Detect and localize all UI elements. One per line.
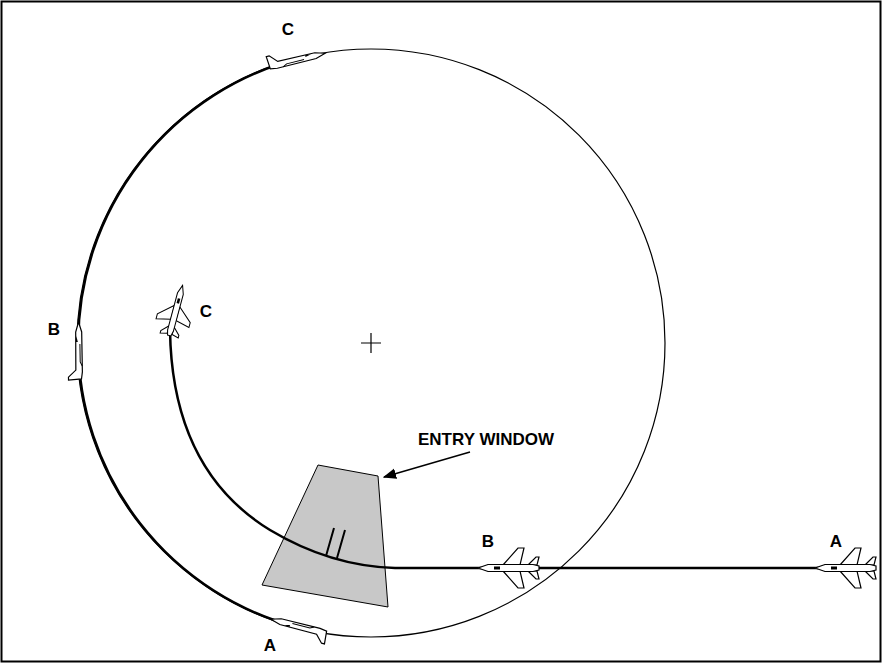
position-letter: B [482,533,494,552]
aircraft [478,548,539,588]
aircraft [68,322,83,380]
callout-label: ENTRY WINDOW [418,431,554,450]
position-letter: A [264,637,276,656]
center-cross [361,333,381,353]
aircraft [268,616,328,644]
position-letter: B [48,321,60,340]
outer-flight-path [78,58,300,628]
position-letter: A [830,533,842,552]
aircraft [266,43,326,71]
inner-flight-path [170,330,845,568]
tick-marks [326,528,345,558]
aircraft [815,548,876,588]
position-letter: C [282,21,294,40]
position-letter: C [200,303,212,322]
aircraft [153,281,199,340]
leader-arrow [384,452,470,477]
turn-circle [77,49,665,637]
